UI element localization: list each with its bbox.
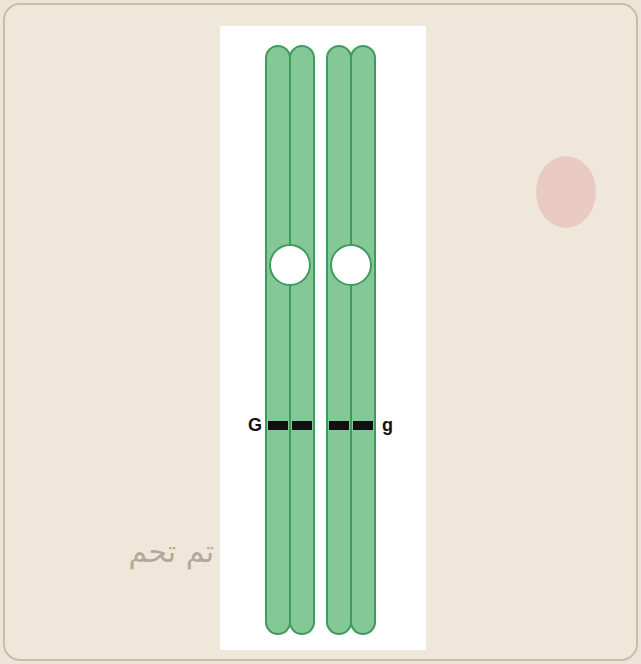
centromere [270, 245, 310, 285]
chromatid [290, 46, 314, 634]
gene-locus-band [353, 421, 373, 430]
gene-locus-band [329, 421, 349, 430]
chromatids [266, 46, 375, 634]
chromatid [327, 46, 351, 634]
centromere [331, 245, 371, 285]
watermark: تم تحم [128, 537, 214, 567]
card-frame [4, 4, 637, 660]
chromatid [351, 46, 375, 634]
gene-loci [268, 421, 373, 430]
chromatid [266, 46, 290, 634]
gene-locus-band [268, 421, 288, 430]
allele-label: g [382, 416, 393, 434]
centromeres [270, 245, 371, 285]
figure-panel [220, 26, 426, 650]
stain-blob [536, 156, 596, 228]
gene-locus-band [292, 421, 312, 430]
allele-label: G [248, 416, 262, 434]
